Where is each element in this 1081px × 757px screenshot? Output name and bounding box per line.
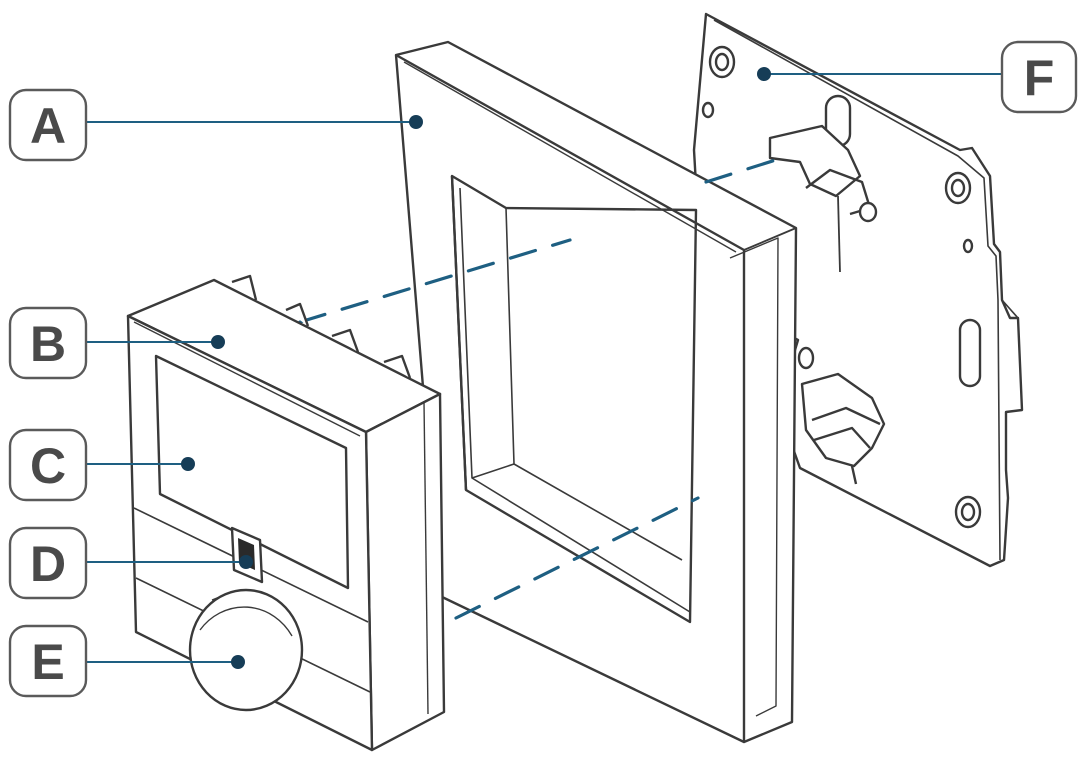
callout-label-e: E [8,624,88,698]
thermostat-unit [126,274,446,752]
alignment-guides [298,156,784,620]
callout-label-f: F [1000,40,1078,114]
callout-label-b: B [8,306,88,380]
callout-label-d: D [8,526,88,600]
mounting-plate [692,12,1024,568]
callout-label-c: C [8,428,88,502]
label-f-text: F [1024,50,1055,106]
callout-label-a: A [8,88,88,162]
cover-frame [394,40,798,744]
leader-lines [86,67,1002,669]
label-e-text: E [31,634,64,690]
label-c-text: C [30,438,66,494]
label-b-text: B [30,316,66,372]
label-a-text: A [30,98,66,154]
label-d-text: D [30,536,66,592]
